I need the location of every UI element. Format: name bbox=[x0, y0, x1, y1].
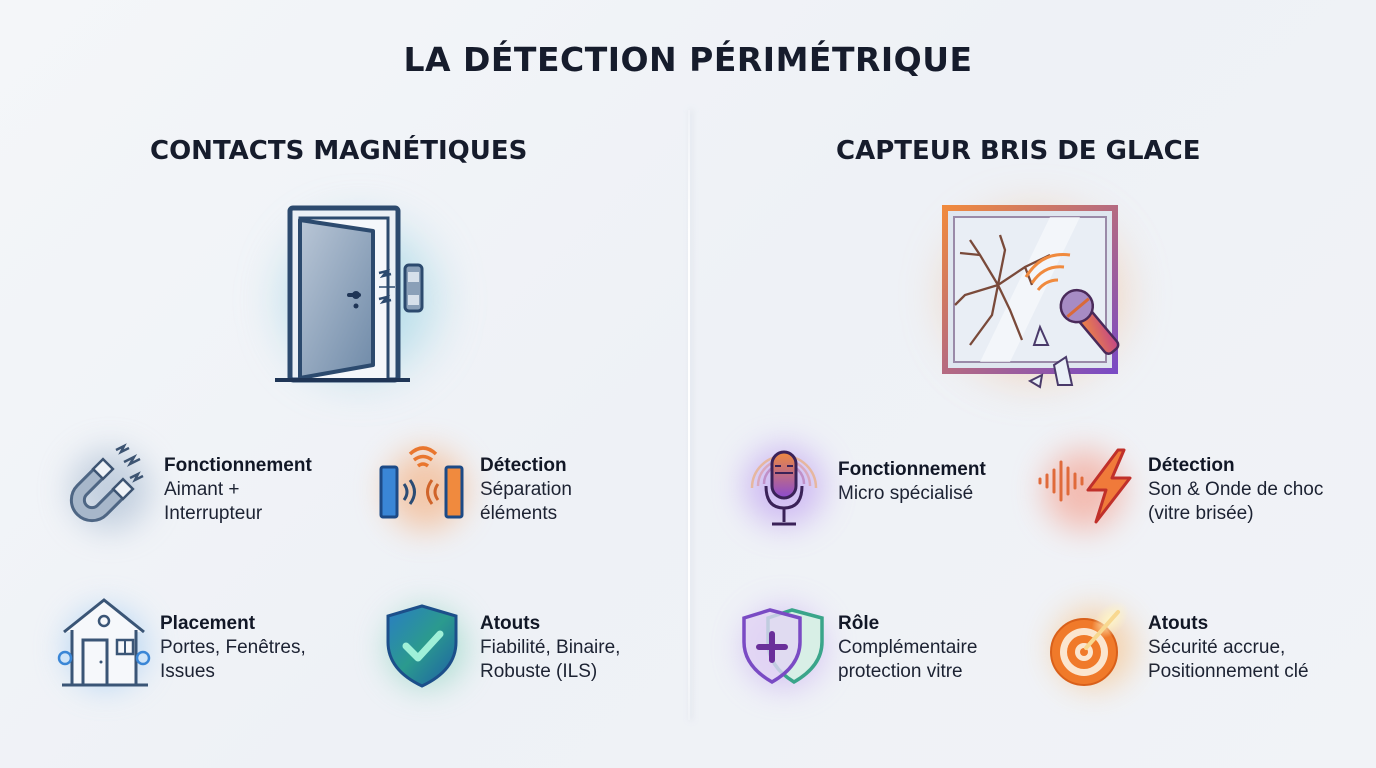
feature-detection: Détection Séparation éléments bbox=[376, 432, 572, 532]
feature-desc: Portes, Fenêtres, bbox=[160, 637, 306, 658]
feature-desc: Issues bbox=[160, 661, 215, 682]
panel-magnetic-contacts: CONTACTS MAGNÉTIQUES bbox=[56, 136, 620, 690]
separation-signal-icon bbox=[376, 432, 476, 532]
broken-window-microphone-icon bbox=[930, 195, 1140, 395]
feature-desc: éléments bbox=[480, 503, 558, 524]
feature-atouts: Atouts Sécurité accrue, Positionnement c… bbox=[1044, 590, 1309, 690]
feature-desc: Positionnement clé bbox=[1148, 661, 1309, 682]
feature-desc: protection vitre bbox=[838, 661, 963, 682]
feature-desc: Complémentaire bbox=[838, 637, 978, 658]
panel-title-magnetic-contacts: CONTACTS MAGNÉTIQUES bbox=[150, 136, 528, 166]
feature-label: Fonctionnement bbox=[838, 459, 986, 480]
feature-placement: Placement Portes, Fenêtres, Issues bbox=[56, 590, 306, 690]
panel-divider bbox=[688, 110, 690, 720]
feature-fonctionnement: Fonctionnement Aimant + Interrupteur bbox=[60, 432, 312, 532]
feature-desc: Séparation bbox=[480, 479, 572, 500]
target-icon bbox=[1044, 590, 1144, 690]
house-icon bbox=[56, 590, 156, 690]
feature-desc: Aimant + bbox=[164, 479, 240, 500]
double-shield-plus-icon bbox=[734, 590, 834, 690]
panel-glass-break-sensor: CAPTEUR BRIS DE GLACE bbox=[688, 0, 1376, 768]
feature-role: Rôle Complémentaire protection vitre bbox=[734, 590, 977, 690]
panel-title-glass-break-sensor: CAPTEUR BRIS DE GLACE bbox=[836, 136, 1201, 166]
feature-label: Atouts bbox=[1148, 613, 1209, 634]
feature-desc: Son & Onde de choc bbox=[1148, 479, 1324, 500]
feature-label: Rôle bbox=[838, 613, 880, 634]
feature-label: Fonctionnement bbox=[164, 455, 312, 476]
feature-label: Détection bbox=[480, 455, 567, 476]
microphone-icon bbox=[734, 428, 834, 528]
magnet-icon bbox=[60, 432, 160, 532]
feature-desc: Micro spécialisé bbox=[838, 483, 974, 504]
feature-atouts: Atouts Fiabilité, Binaire, Robuste (ILS) bbox=[376, 590, 620, 690]
feature-desc: (vitre brisée) bbox=[1148, 503, 1254, 524]
feature-desc: Interrupteur bbox=[164, 503, 263, 524]
feature-desc: Sécurité accrue, bbox=[1148, 637, 1286, 658]
page-title: LA DÉTECTION PÉRIMÉTRIQUE bbox=[403, 40, 973, 79]
feature-label: Détection bbox=[1148, 455, 1235, 476]
door-with-magnetic-contact-icon bbox=[255, 195, 455, 395]
feature-label: Atouts bbox=[480, 613, 541, 634]
feature-label: Placement bbox=[160, 613, 256, 634]
shield-check-icon bbox=[376, 590, 476, 690]
feature-fonctionnement: Fonctionnement Micro spécialisé bbox=[734, 428, 986, 528]
soundwave-lightning-icon bbox=[1034, 432, 1144, 532]
feature-detection: Détection Son & Onde de choc (vitre bris… bbox=[1034, 432, 1323, 532]
feature-desc: Robuste (ILS) bbox=[480, 661, 598, 682]
feature-desc: Fiabilité, Binaire, bbox=[480, 637, 621, 658]
